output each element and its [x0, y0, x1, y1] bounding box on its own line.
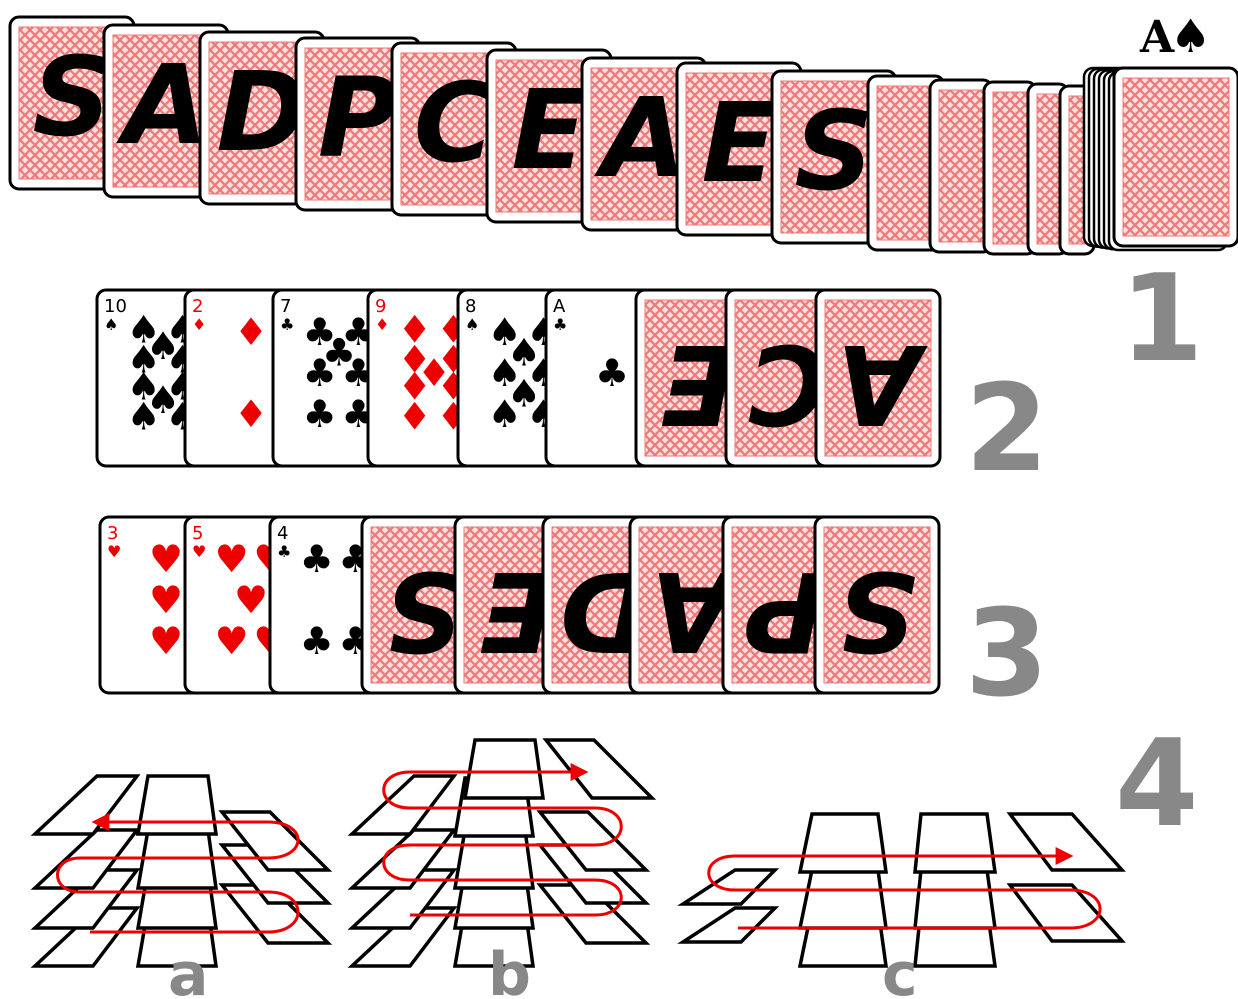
suit-pip: ♦ [234, 392, 268, 436]
card-suit-corner: ♦ [192, 315, 206, 334]
suit-pip: ♠ [488, 392, 522, 436]
suit-pip: ♦ [234, 310, 268, 354]
card-letter: A [835, 320, 928, 448]
deck-top-card [1114, 68, 1238, 246]
fold-c-middle-card [800, 814, 886, 872]
fold-b-left-card [352, 776, 454, 834]
card-rank: 5 [192, 523, 203, 544]
card-letter: A [593, 74, 686, 202]
step-number-1: 1 [1120, 250, 1204, 389]
card-suit-corner: ♠ [465, 315, 479, 334]
fold-a-left-card [35, 776, 137, 834]
fold-a-middle-card [138, 776, 216, 834]
card-back-pattern [877, 86, 935, 240]
suit-pip: ♥ [215, 537, 249, 581]
suit-pip: ♥ [234, 578, 268, 622]
suit-pip: ♦ [398, 395, 432, 439]
card-letter: S [32, 33, 111, 161]
card-back-pattern [939, 90, 983, 242]
card-back-pattern [1037, 94, 1059, 244]
card-suit-corner: ♣ [277, 542, 291, 561]
fold-c-right-card [1010, 885, 1122, 941]
card-rank: 4 [277, 523, 288, 544]
card-letter: E [660, 320, 735, 448]
card-letter: C [414, 59, 495, 187]
card-back-pattern [1069, 96, 1085, 244]
suit-pip: ♥ [149, 619, 183, 663]
step-number-3: 3 [965, 585, 1049, 724]
card-back-pattern [1123, 78, 1229, 236]
spade-icon: ♠ [1170, 9, 1211, 63]
row-2-deal: 10♠♠♠♠♠♠♠♠♠♠♠2♦♦♦7♣♣♣♣♣♣♣♣9♦♦♦♦♦♦♦♦♦♦8♠♠… [97, 290, 940, 466]
row3-back-card-6: S [815, 517, 939, 693]
suit-pip: ♣ [303, 351, 337, 395]
card-letter: P [318, 54, 399, 182]
card-suit-corner: ♣ [553, 315, 567, 334]
fold-c-right-card [1010, 814, 1122, 870]
fold-c-middle2-card [915, 814, 995, 872]
fold-label-c: c [882, 940, 918, 999]
card-rank: 9 [375, 296, 386, 317]
card-letter: E [701, 79, 776, 207]
card-suit-corner: ♦ [375, 315, 389, 334]
fold-c-middle-card [800, 870, 886, 928]
card-rank: 7 [280, 296, 291, 317]
row-4-folds [35, 740, 1122, 966]
card-suit-corner: ♣ [280, 315, 294, 334]
suit-pip: ♣ [300, 537, 334, 581]
suit-pip: ♣ [300, 619, 334, 663]
card-letter: S [794, 87, 873, 215]
card-rank: 2 [192, 296, 203, 317]
card-suit-corner: ♠ [104, 315, 118, 334]
card-rank: 8 [465, 296, 476, 317]
step-number-4: 4 [1115, 715, 1199, 854]
card-letter: E [511, 66, 586, 194]
suit-pip: ♥ [149, 578, 183, 622]
card-letter: S [837, 547, 916, 675]
fold-label-a: a [168, 940, 209, 999]
fold-label-b: b [488, 940, 531, 999]
fold-b-middle-card [465, 740, 543, 798]
card-back-pattern [993, 92, 1027, 244]
card-letter: S [384, 547, 463, 675]
card-letter: P [745, 547, 826, 675]
card-letter: D [216, 48, 307, 176]
card-rank: A [553, 296, 566, 317]
fold-c-middle2-card [915, 870, 995, 928]
suit-pip: ♥ [149, 537, 183, 581]
card-suit-corner: ♥ [107, 542, 121, 561]
suit-pip: ♣ [595, 351, 629, 395]
suit-pip: ♥ [215, 619, 249, 663]
fold-b-right-card [546, 740, 652, 798]
ace-of-spades-label: A ♠ [1139, 9, 1211, 63]
fold-c-left-card [683, 870, 775, 904]
card-letter: A [115, 41, 208, 169]
suit-pip: ♣ [303, 392, 337, 436]
step-number-2: 2 [965, 360, 1049, 499]
card-rank: 3 [107, 523, 118, 544]
card-suit-corner: ♥ [192, 542, 206, 561]
card-rank: 10 [104, 296, 127, 317]
suit-pip: ♠ [127, 395, 161, 439]
row2-back-card-3: A [816, 290, 940, 466]
fold-c-left-card [683, 908, 775, 942]
